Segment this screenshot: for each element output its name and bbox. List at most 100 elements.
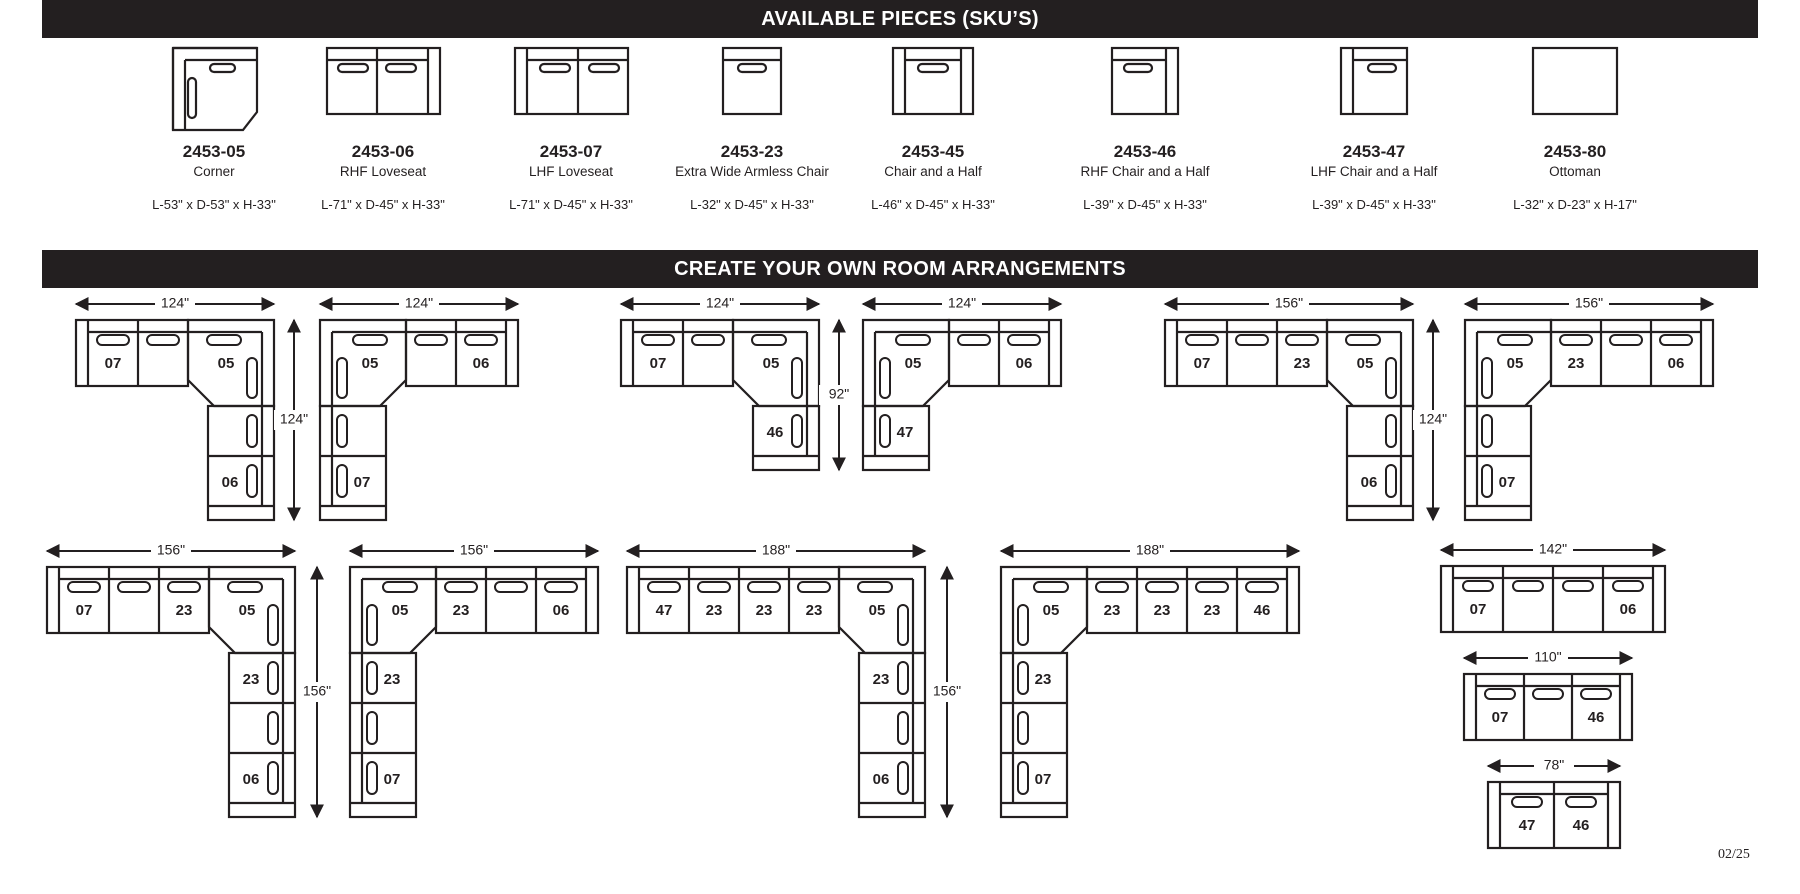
corner-outline [861, 318, 951, 408]
width-dimension: 156" [348, 542, 600, 560]
seat-cushion-icon [751, 334, 787, 346]
dimension-label: 110" [1534, 649, 1561, 665]
piece-label: 07 [384, 771, 401, 788]
sku-code: 2453-47 [1342, 142, 1406, 161]
seat-cushion-icon [1145, 581, 1179, 593]
seat-cushion-icon [67, 581, 101, 593]
sku-description: RHF Loveseat [339, 164, 427, 179]
piece-label: 47 [1519, 817, 1536, 834]
seat-cushion-icon [895, 334, 931, 346]
dimension-label: 156" [303, 683, 331, 699]
dimension-gap [274, 410, 314, 430]
piece-label: 07 [1492, 709, 1509, 726]
width-dimension: 156" [1463, 295, 1715, 313]
dimension-gap [151, 542, 191, 560]
width-dimension: 188" [999, 542, 1301, 560]
dimension-gap [1528, 649, 1568, 667]
dimension-gap [756, 542, 796, 560]
seat-cushion-icon [336, 464, 348, 498]
row-outline [625, 565, 841, 635]
piece-label: 06 [222, 474, 239, 491]
width-dimension: 142" [1439, 541, 1667, 559]
dimension-label: 156" [460, 542, 488, 558]
piece-label: 47 [656, 602, 673, 619]
dimension-gap [1534, 757, 1574, 775]
column-outline [348, 651, 418, 819]
depth-dimension: 92" [819, 318, 859, 472]
row-outline [1163, 318, 1329, 388]
piece-label: 07 [1470, 601, 1487, 618]
corner-outline [999, 565, 1089, 655]
depth-dimension: 124" [274, 318, 314, 522]
rhf-chair-and-a-half-icon [1110, 46, 1180, 116]
seat-cushion-icon [117, 581, 151, 593]
seat-cushion-icon [1007, 334, 1041, 346]
width-dimension: 124" [74, 295, 276, 313]
seat-cushion-icon [366, 761, 378, 795]
piece-label: 07 [650, 355, 667, 372]
seat-cushion-icon [1659, 334, 1693, 346]
corner-piece-icon [171, 46, 259, 132]
seat-cushion-icon [1481, 357, 1493, 399]
dimension-gap [399, 295, 439, 313]
seat-cushion-icon [267, 761, 279, 795]
seat-cushion-icon [1385, 414, 1397, 448]
lhf-chair-and-a-half-icon [1339, 46, 1409, 116]
piece-label: 06 [243, 771, 260, 788]
sku-description: RHF Chair and a Half [1080, 164, 1210, 179]
row-outline [434, 565, 600, 635]
seat-cushion-icon [1559, 334, 1593, 346]
seat-cushion-icon [1612, 580, 1644, 592]
row-outline [1549, 318, 1715, 388]
dimension-label: 188" [762, 542, 790, 558]
seat-cushion-icon [267, 661, 279, 695]
seat-cushion-icon [267, 711, 279, 745]
piece-label: 06 [1620, 601, 1637, 618]
seat-cushion-icon [1481, 414, 1493, 448]
seat-cushion-icon [1462, 580, 1494, 592]
depth-dimension: 124" [1413, 318, 1453, 522]
piece-label: 46 [1254, 602, 1271, 619]
armless-chair-icon [721, 46, 783, 116]
dimension-label: 142" [1539, 541, 1567, 557]
piece-label: 23 [453, 602, 470, 619]
seat-cushion-icon [246, 414, 258, 448]
seat-cushion-icon [897, 661, 909, 695]
dimension-gap [1569, 295, 1609, 313]
seat-cushion-icon [227, 581, 263, 593]
piece-label: 05 [1357, 355, 1374, 372]
straight-arrangement: 07 06 [1439, 564, 1667, 634]
row-outline [45, 565, 211, 635]
dimension-label: 78" [1544, 757, 1565, 773]
piece-label: 07 [105, 355, 122, 372]
piece-label: 46 [1573, 817, 1590, 834]
sku-description: LHF Chair and a Half [1310, 164, 1438, 179]
piece-label: 23 [1035, 671, 1052, 688]
dimension-gap [942, 295, 982, 313]
column-outline [1345, 404, 1415, 522]
piece-label: 23 [1154, 602, 1171, 619]
seat-cushion-icon [1609, 334, 1643, 346]
seat-cushion-icon [1484, 688, 1516, 700]
seat-cushion-icon [544, 581, 578, 593]
seat-cushion-icon [747, 581, 781, 593]
ottoman-icon [1531, 46, 1619, 116]
corner-outline [1463, 318, 1553, 408]
dimension-label: 124" [161, 295, 189, 311]
seat-cushion-icon [641, 334, 675, 346]
sku-dimensions: L-39" x D-45" x H-33" [1312, 197, 1436, 212]
row-outline [404, 318, 520, 388]
piece-label: 23 [176, 602, 193, 619]
seat-cushion-icon [1017, 604, 1029, 646]
column-outline [999, 651, 1069, 819]
piece-label: 07 [1499, 474, 1516, 491]
